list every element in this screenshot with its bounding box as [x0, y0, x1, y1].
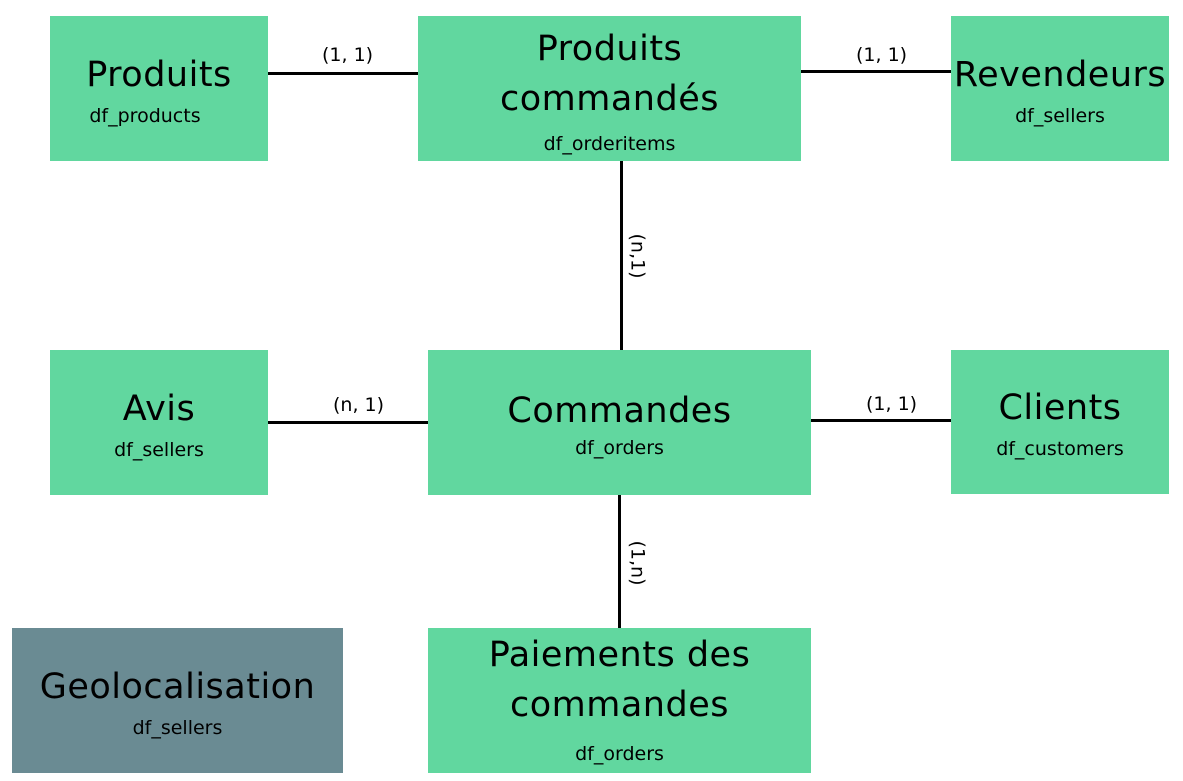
- connector-produits-produits-commandes: [268, 72, 418, 75]
- entity-title: Geolocalisation: [39, 666, 316, 707]
- cardinality-label-commandes-paiements: (1,n): [626, 540, 649, 586]
- entity-title: Produits: [86, 54, 232, 95]
- entity-avis: Avis df_sellers: [50, 350, 268, 495]
- entity-table-name: df_sellers: [132, 716, 223, 739]
- entity-table-name: df_products: [89, 104, 201, 127]
- connector-produits-commandes-revendeurs: [801, 70, 951, 73]
- entity-revendeurs: Revendeurs df_sellers: [951, 16, 1169, 161]
- entity-title-line-2: commandes: [510, 685, 729, 725]
- entity-table-name: df_orders: [575, 743, 664, 765]
- connector-produits-commandes-commandes: [620, 160, 623, 350]
- cardinality-label-produits-produits-commandes: (1, 1): [322, 44, 374, 66]
- entity-title: Commandes: [507, 390, 732, 431]
- cardinality-label-produits-commandes-revendeurs: (1, 1): [856, 44, 908, 66]
- cardinality-label-produits-commandes-commandes: (n,1): [626, 233, 649, 279]
- entity-title-line-2: commandés: [500, 79, 719, 119]
- entity-paiements-des-commandes: Paiements des commandes df_orders: [428, 628, 811, 773]
- entity-table-name: df_sellers: [114, 438, 204, 461]
- cardinality-label-commandes-clients: (1, 1): [866, 393, 918, 415]
- entity-title-line-1: Paiements des: [488, 635, 751, 675]
- entity-title-line-1: Produits: [536, 29, 683, 69]
- entity-produits: Produits df_products: [50, 16, 268, 161]
- entity-title: Clients: [998, 388, 1122, 428]
- entity-geolocalisation: Geolocalisation df_sellers: [12, 628, 343, 773]
- entity-title: Revendeurs: [953, 54, 1167, 95]
- entity-title: Avis: [122, 388, 196, 429]
- entity-table-name: df_sellers: [1015, 104, 1105, 127]
- entity-table-name: df_orders: [575, 436, 664, 459]
- connector-commandes-clients: [811, 419, 951, 422]
- connector-commandes-paiements: [618, 494, 621, 628]
- entity-produits-commandes: Produits commandés df_orderitems: [418, 16, 801, 161]
- entity-clients: Clients df_customers: [951, 350, 1169, 494]
- cardinality-label-avis-commandes: (n, 1): [333, 394, 385, 416]
- connector-avis-commandes: [268, 421, 428, 424]
- entity-table-name: df_orderitems: [543, 133, 676, 155]
- entity-table-name: df_customers: [996, 438, 1124, 460]
- entity-commandes: Commandes df_orders: [428, 350, 811, 495]
